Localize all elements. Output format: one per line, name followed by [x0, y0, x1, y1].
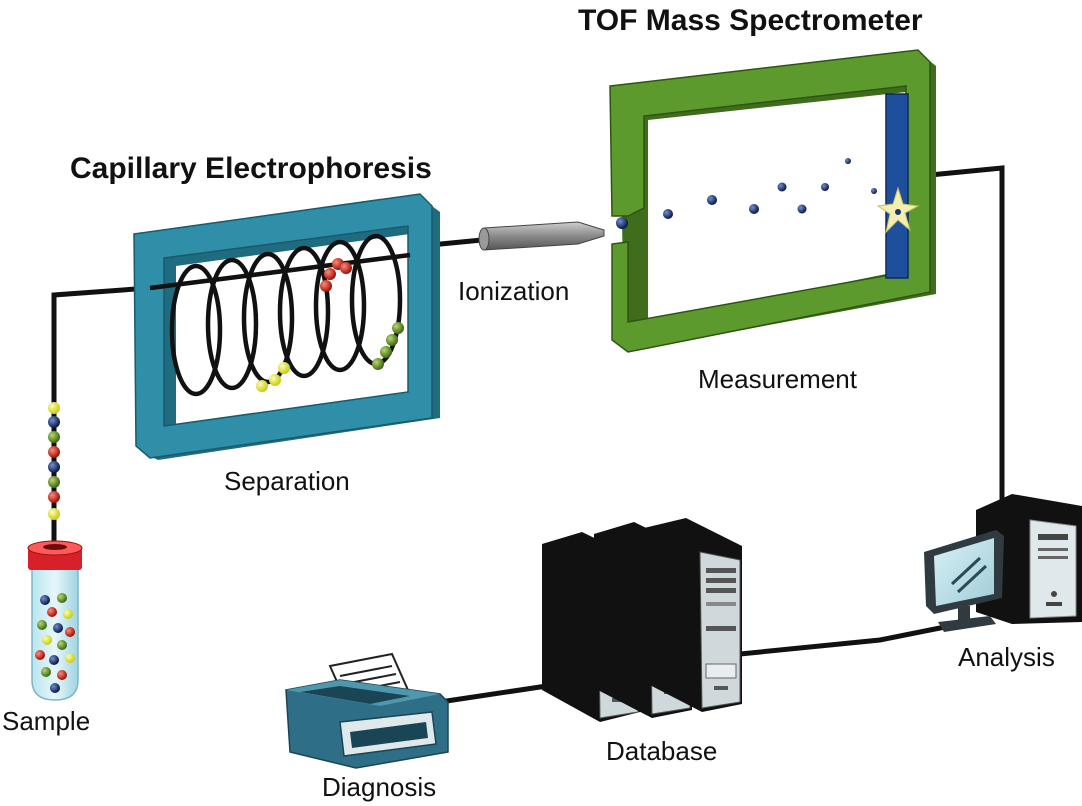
tof-frame-depth — [620, 58, 936, 350]
ion-flight-path — [616, 158, 877, 229]
server-icon — [644, 518, 742, 712]
tof-frame — [609, 49, 931, 353]
wire-computer-to-database — [729, 623, 951, 658]
capillary-electrophoresis-unit — [133, 193, 440, 460]
detector-icon — [885, 93, 909, 279]
analysis-computer — [924, 494, 1082, 632]
separation-label: Separation — [224, 466, 350, 496]
bead-chain — [48, 402, 60, 520]
measurement-label: Measurement — [698, 364, 858, 394]
sample-label: Sample — [2, 706, 90, 736]
tof-mass-spectrometer-unit — [609, 49, 936, 353]
database-label: Database — [606, 736, 717, 766]
analysis-label: Analysis — [958, 642, 1055, 672]
wire-database-to-printer — [439, 681, 561, 705]
separated-analytes — [256, 258, 404, 392]
diagnosis-printer — [285, 652, 449, 769]
capillary-title: Capillary Electrophoresis — [70, 152, 432, 185]
ionization-label: Ionization — [458, 276, 569, 306]
computer-icon — [924, 494, 1082, 632]
tof-title: TOF Mass Spectrometer — [578, 4, 923, 37]
ionizer-nozzle-icon — [478, 221, 605, 251]
sample-molecules — [35, 593, 75, 693]
sample-test-tube — [27, 402, 83, 701]
database-servers — [542, 518, 742, 722]
diagnosis-label: Diagnosis — [322, 772, 436, 802]
printer-icon — [285, 652, 449, 769]
coil-icon — [149, 233, 411, 397]
wire-tof-to-computer — [929, 165, 1005, 500]
test-tube-icon — [27, 540, 83, 701]
capillary-frame — [133, 193, 433, 459]
